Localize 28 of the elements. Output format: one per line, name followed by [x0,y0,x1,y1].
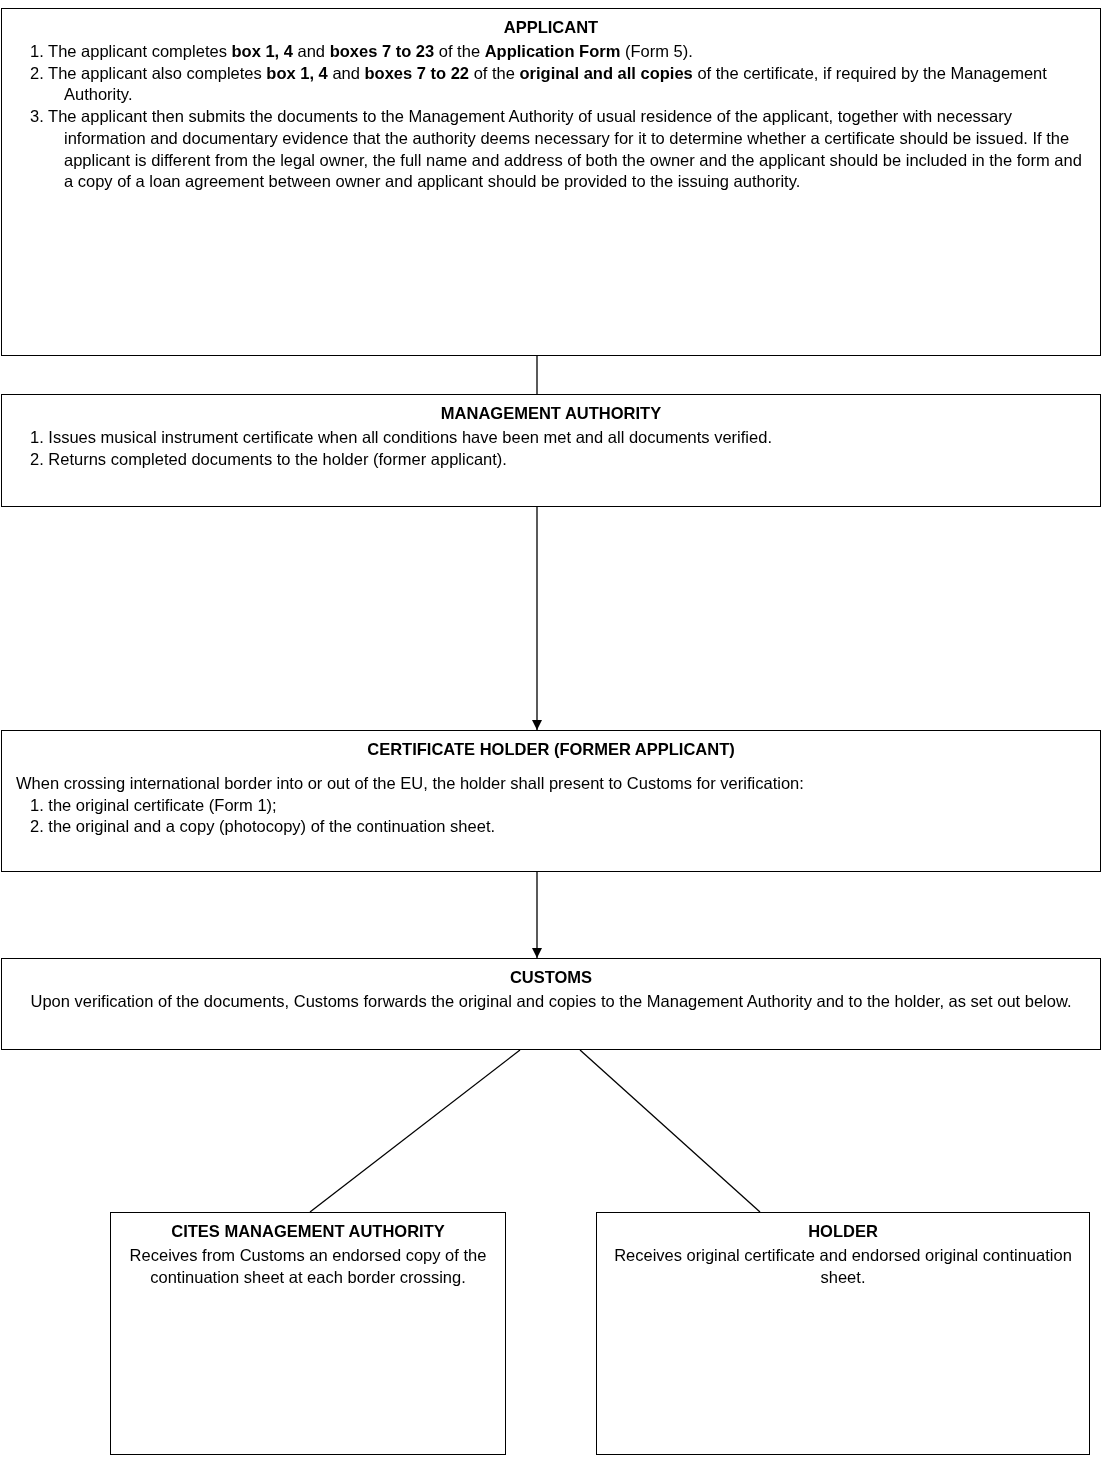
box-heading: CITES MANAGEMENT AUTHORITY [170,1221,446,1242]
box-heading: CERTIFICATE HOLDER (FORMER APPLICANT) [366,739,736,760]
box-text: When crossing international border into or out of the EU, the holder shall present to Customs for verification: [16,772,805,794]
list-item: 1. the original certificate (Form 1); [29,794,278,816]
process-box [1,958,1101,1050]
list-item: 3. The applicant then submits the documents to the Management Authority of usual residence of the applicant, together with necessary information and documentary evidence that the authority deems necessary for it to determine whether a certificate should be issued. If the applicant is different from the legal owner, the full name and address of both the owner and the applicant should be included in the form and a copy of a loan agreement between owner and applicant should be provided to the issuing authority. [29,106,1083,193]
box-text: Upon verification of the documents, Customs forwards the original and copies to the Management Authority and to the holder, as set out below. [29,990,1073,1012]
list-item: 2. The applicant also completes box 1, 4 and boxes 7 to 22 of the original and all copies of the certificate, if required by the Management Authority. [29,62,1048,106]
list-item: 1. Issues musical instrument certificate when all conditions have been met and all documents verified. [29,426,773,448]
connector-line [309,1049,521,1213]
connector-line [536,355,538,395]
box-heading: CUSTOMS [508,967,594,988]
box-text: Receives from Customs an endorsed copy of the continuation sheet at each border crossing. [128,1244,488,1288]
connector-line [579,1049,761,1213]
process-box [596,1212,1090,1455]
process-box [1,730,1101,872]
box-heading: MANAGEMENT AUTHORITY [439,403,663,424]
list-item: 1. The applicant completes box 1, 4 and boxes 7 to 23 of the Application Form (Form 5). [29,40,694,62]
list-item: 2. the original and a copy (photocopy) of the continuation sheet. [29,816,497,838]
process-box [1,394,1101,507]
process-box [1,8,1101,356]
arrow [531,871,543,959]
box-heading: APPLICANT [502,17,600,38]
box-text: Receives original certificate and endorsed original continuation sheet. [613,1244,1073,1288]
arrow [531,506,543,731]
box-heading: HOLDER [807,1221,879,1242]
process-box [110,1212,506,1455]
list-item: 2. Returns completed documents to the holder (former applicant). [29,448,508,470]
